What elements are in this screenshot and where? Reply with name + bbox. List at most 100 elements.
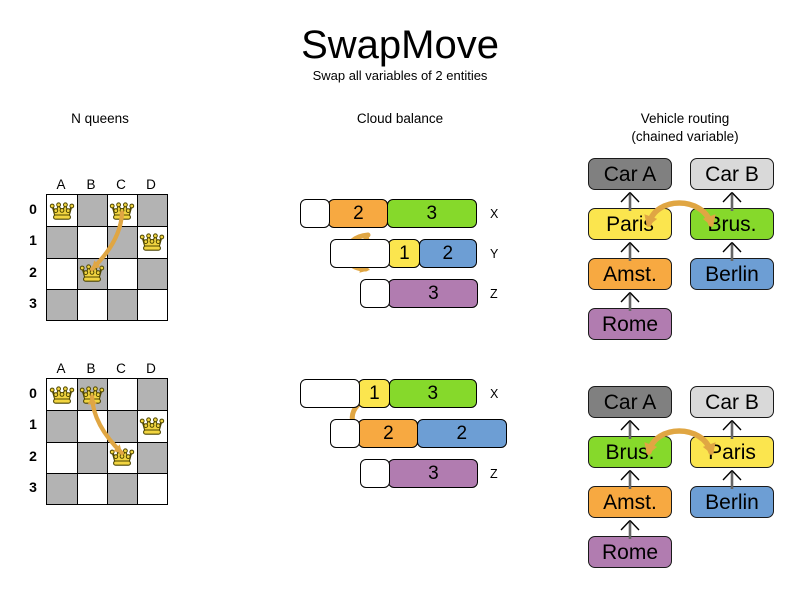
cloud-process-segment-1[interactable]: 1	[388, 239, 421, 268]
board-cell-a0[interactable]	[47, 379, 77, 411]
chain-arrow-icon	[722, 192, 742, 211]
board-cell-d2[interactable]	[137, 257, 167, 289]
cloud-computer-label-z: Z	[490, 467, 498, 481]
cloud-process-segment-3[interactable]: 3	[388, 459, 479, 488]
board-cell-b1[interactable]	[77, 410, 107, 442]
vrp-node-paris[interactable]: Paris	[690, 436, 774, 468]
vrp-node-car-a[interactable]: Car A	[588, 386, 672, 418]
chain-arrow-icon	[620, 242, 640, 261]
board-gridline	[47, 472, 167, 474]
vrp-node-berlin[interactable]: Berlin	[690, 486, 774, 518]
chain-arrow-icon	[620, 192, 640, 211]
vrp-node-car-b[interactable]: Car B	[690, 158, 774, 190]
section-heading-vehicle-routing: Vehicle routing (chained variable)	[600, 110, 770, 146]
board-cell-a0[interactable]	[47, 195, 77, 227]
board-gridline	[47, 257, 167, 259]
cloud-computer-label-x: X	[490, 207, 499, 221]
board-cell-c3[interactable]	[107, 288, 137, 320]
vrp-node-brus[interactable]: Brus.	[588, 436, 672, 468]
board-cell-b0[interactable]	[77, 195, 107, 227]
cloud-free-capacity-segment[interactable]	[330, 239, 390, 268]
vrp-node-amst[interactable]: Amst.	[588, 258, 672, 290]
cloud-computer-label-z: Z	[490, 287, 498, 301]
vrp-node-amst[interactable]: Amst.	[588, 486, 672, 518]
cloud-balance-after[interactable]: 13X22Y3Z	[300, 379, 510, 489]
cloud-process-segment-3[interactable]: 3	[388, 279, 479, 308]
board-cell-d1[interactable]	[137, 410, 167, 442]
board-rank-label-2: 2	[29, 263, 37, 280]
board-cell-d0[interactable]	[137, 379, 167, 411]
cloud-process-segment-2[interactable]: 2	[416, 419, 507, 448]
board-cell-b0[interactable]	[77, 379, 107, 411]
board-cell-a1[interactable]	[47, 410, 77, 442]
vrp-node-car-a[interactable]: Car A	[588, 158, 672, 190]
chain-arrow-icon	[722, 420, 742, 439]
board-cell-b2[interactable]	[77, 257, 107, 289]
cloud-free-capacity-segment[interactable]	[330, 419, 360, 448]
cloud-free-capacity-segment[interactable]	[300, 379, 360, 408]
cloud-process-segment-2[interactable]: 2	[328, 199, 389, 228]
board-file-label-a: A	[56, 361, 66, 376]
board-cell-c2[interactable]	[107, 441, 137, 473]
cloud-computer-row-z[interactable]: 3	[360, 459, 479, 488]
board-cell-d3[interactable]	[137, 288, 167, 320]
board-cell-c2[interactable]	[107, 257, 137, 289]
vrp-node-car-b[interactable]: Car B	[690, 386, 774, 418]
board-cell-b3[interactable]	[77, 288, 107, 320]
board-cell-d3[interactable]	[137, 472, 167, 504]
board-cell-c0[interactable]	[107, 195, 137, 227]
board-cell-d2[interactable]	[137, 441, 167, 473]
board-cell-a2[interactable]	[47, 257, 77, 289]
chess-board[interactable]	[46, 194, 168, 321]
board-cell-a3[interactable]	[47, 472, 77, 504]
board-cell-b1[interactable]	[77, 226, 107, 258]
board-cell-d1[interactable]	[137, 226, 167, 258]
cloud-free-capacity-segment[interactable]	[360, 459, 390, 488]
cloud-free-capacity-segment[interactable]	[300, 199, 330, 228]
cloud-free-capacity-segment[interactable]	[360, 279, 390, 308]
board-cell-d0[interactable]	[137, 195, 167, 227]
vrp-node-rome[interactable]: Rome	[588, 536, 672, 568]
cloud-process-segment-2[interactable]: 2	[418, 239, 477, 268]
board-cell-c1[interactable]	[107, 410, 137, 442]
cloud-process-segment-2[interactable]: 2	[358, 419, 419, 448]
board-file-label-d: D	[146, 177, 156, 192]
board-file-label-c: C	[116, 177, 126, 192]
board-cell-b2[interactable]	[77, 441, 107, 473]
section-heading-vrp-line1: Vehicle routing	[640, 111, 730, 126]
board-file-label-a: A	[56, 177, 66, 192]
vrp-node-brus[interactable]: Brus.	[690, 208, 774, 240]
chain-arrow-icon	[620, 520, 640, 539]
vrp-node-paris[interactable]: Paris	[588, 208, 672, 240]
board-gridline	[137, 379, 139, 504]
board-rank-label-1: 1	[29, 416, 37, 433]
cloud-process-segment-3[interactable]: 3	[388, 379, 477, 408]
board-gridline	[47, 441, 167, 443]
page-title: SwapMove	[301, 23, 499, 67]
board-cell-c1[interactable]	[107, 226, 137, 258]
cloud-process-segment-3[interactable]: 3	[386, 199, 477, 228]
cloud-computer-row-z[interactable]: 3	[360, 279, 479, 308]
board-cell-c3[interactable]	[107, 472, 137, 504]
chess-board[interactable]	[46, 378, 168, 505]
board-rank-label-2: 2	[29, 447, 37, 464]
cloud-computer-label-y: Y	[490, 247, 499, 261]
board-cell-c0[interactable]	[107, 379, 137, 411]
vrp-node-rome[interactable]: Rome	[588, 308, 672, 340]
cloud-process-segment-1[interactable]: 1	[358, 379, 391, 408]
chain-arrow-icon	[620, 470, 640, 489]
board-cell-b3[interactable]	[77, 472, 107, 504]
vrp-node-berlin[interactable]: Berlin	[690, 258, 774, 290]
board-cell-a1[interactable]	[47, 226, 77, 258]
board-cell-a3[interactable]	[47, 288, 77, 320]
board-cell-a2[interactable]	[47, 441, 77, 473]
